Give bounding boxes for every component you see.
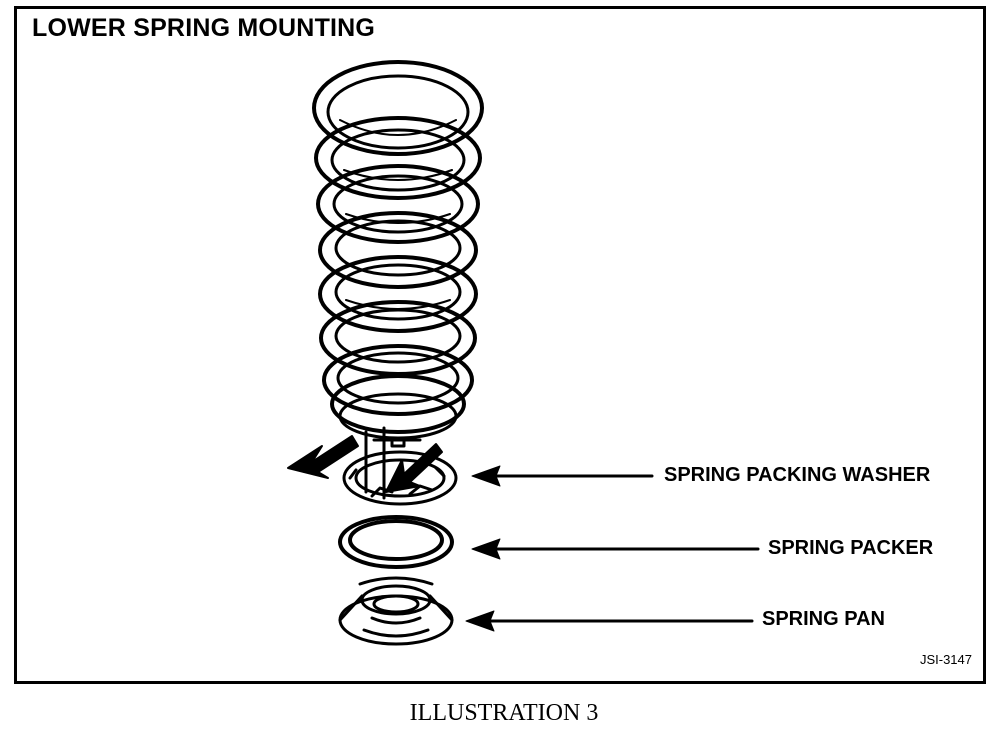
alignment-arrow-left xyxy=(287,435,359,479)
spring-pan xyxy=(338,576,454,646)
leader-pan xyxy=(465,610,754,632)
leader-packer xyxy=(471,538,760,560)
diagram-frame xyxy=(14,6,986,684)
label-spring-packing-washer: SPRING PACKING WASHER xyxy=(664,464,931,486)
figure-code: JSI-3147 xyxy=(919,652,972,667)
spring-packing-washer xyxy=(342,426,458,506)
label-spring-packer: SPRING PACKER xyxy=(768,537,934,559)
coil-spring xyxy=(312,60,484,440)
label-spring-pan: SPRING PAN xyxy=(762,608,885,630)
leader-washer xyxy=(471,465,654,487)
spring-packer xyxy=(338,515,454,569)
alignment-arrow-right xyxy=(385,443,443,493)
figure-caption: ILLUSTRATION 3 xyxy=(409,700,599,726)
diagram-title: LOWER SPRING MOUNTING xyxy=(32,14,376,42)
